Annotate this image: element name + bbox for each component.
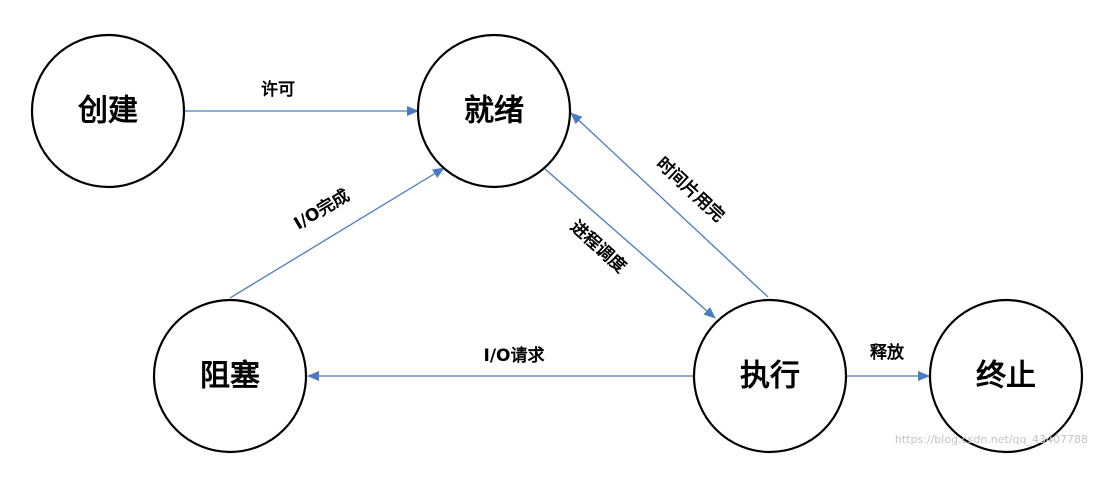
edge-label-permit: 许可 <box>261 79 295 100</box>
node-run: 执行 <box>692 298 848 454</box>
edge-label-schedule: 进程调度 <box>566 216 631 278</box>
edge-label-io-done: I/O完成 <box>290 185 353 234</box>
node-ready: 就绪 <box>416 33 572 189</box>
edge-run-to-ready <box>570 112 769 298</box>
edge-block-to-ready <box>229 167 445 299</box>
edge-label-release: 释放 <box>870 342 905 363</box>
edge-label-io-request: I/O请求 <box>484 345 545 366</box>
node-terminate: 终止 <box>928 298 1084 454</box>
watermark: https://blog.csdn.net/qq_43407788 <box>895 433 1088 446</box>
node-create: 创建 <box>30 33 186 189</box>
edge-label-time-slice: 时间片用完 <box>652 153 728 226</box>
node-ready-label: 就绪 <box>464 94 524 129</box>
node-terminate-label: 终止 <box>976 359 1036 394</box>
node-block-label: 阻塞 <box>200 359 260 394</box>
node-create-label: 创建 <box>77 94 138 129</box>
node-run-label: 执行 <box>740 359 800 394</box>
node-block: 阻塞 <box>152 298 308 454</box>
edge-ready-to-run <box>544 168 716 319</box>
